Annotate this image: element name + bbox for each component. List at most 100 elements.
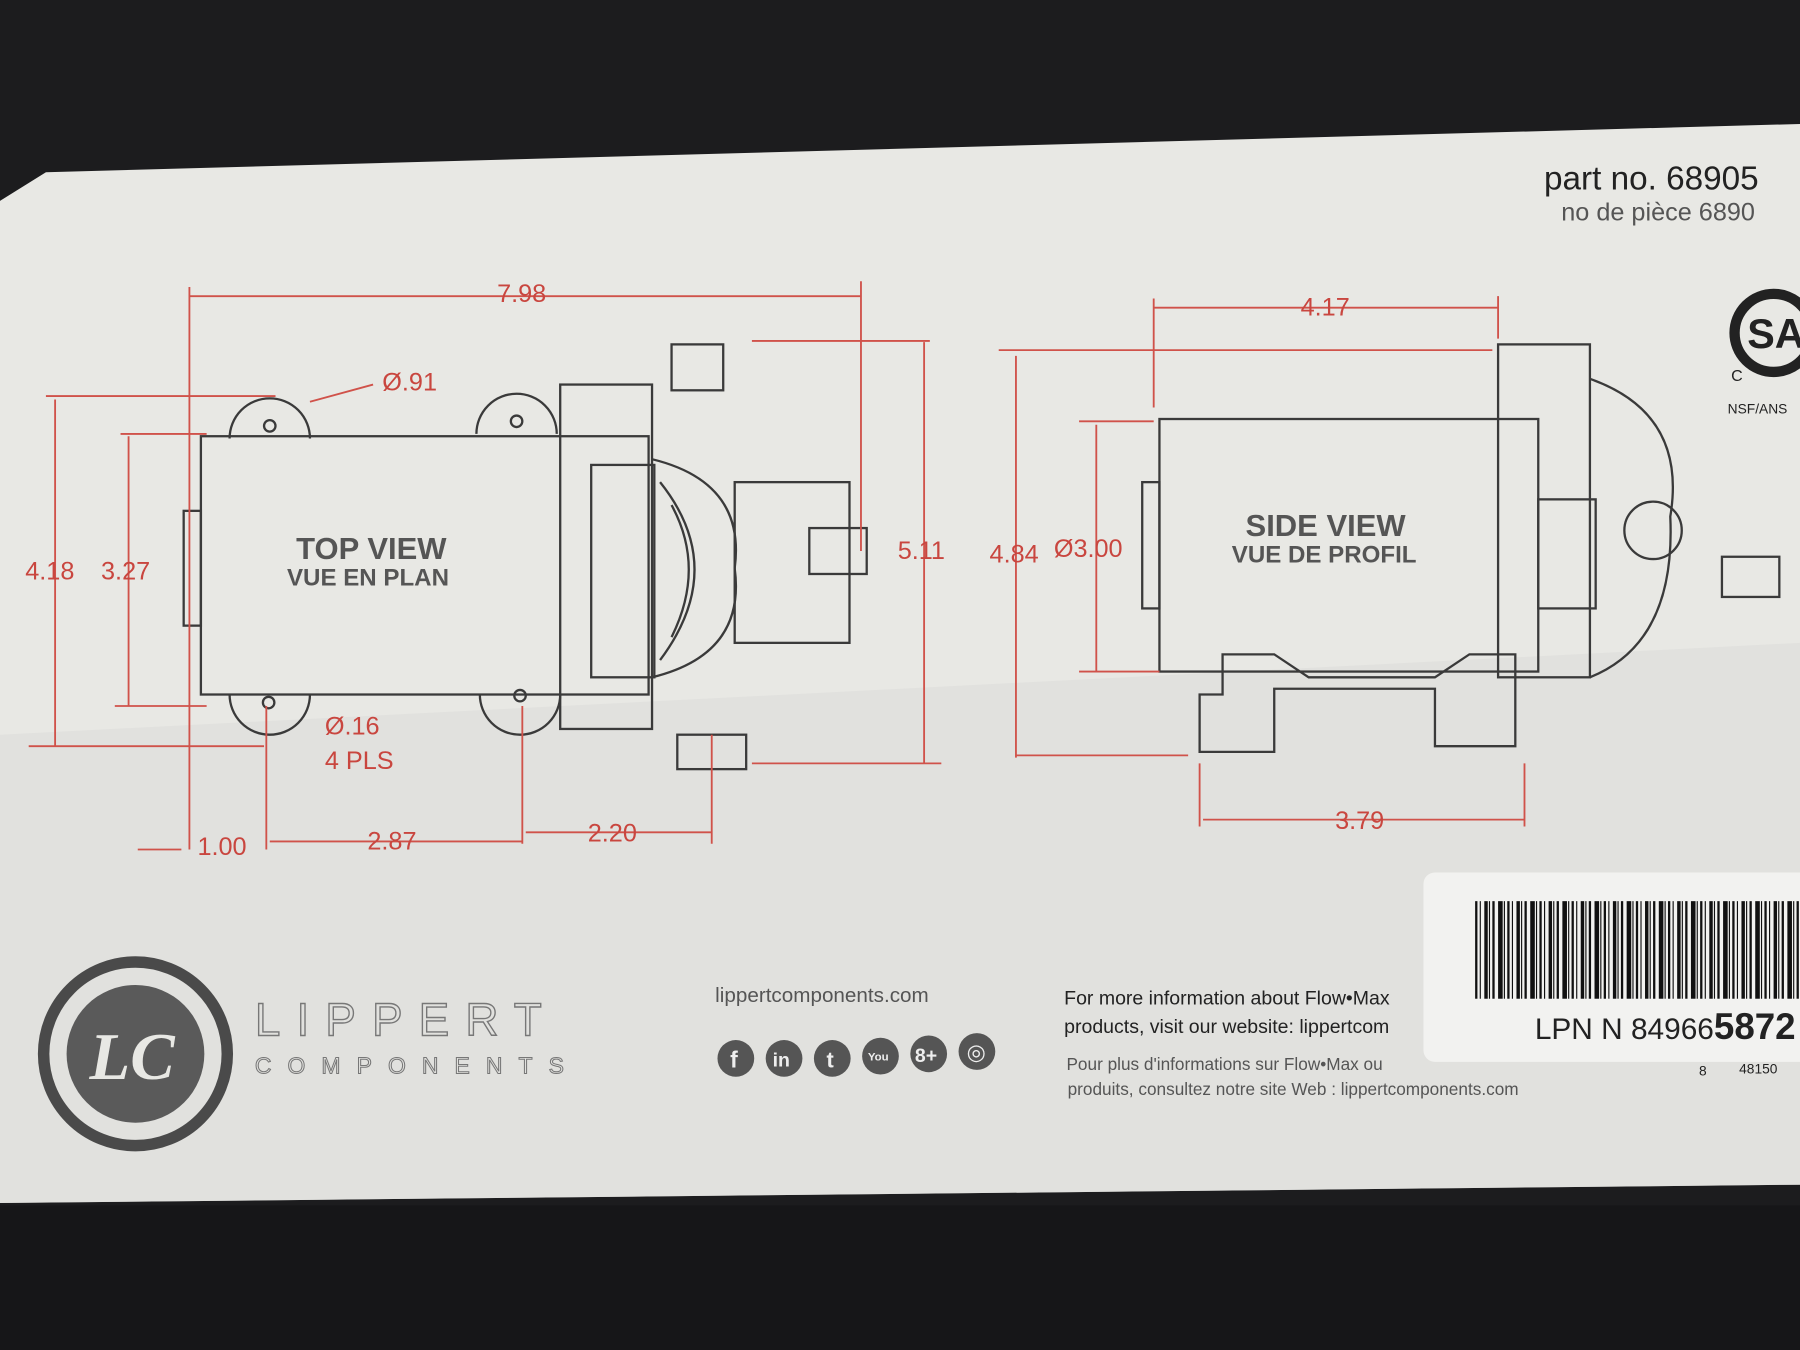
barcode-bar bbox=[1492, 901, 1495, 999]
barcode-bar bbox=[1524, 901, 1527, 999]
side-view-dimension-lines bbox=[998, 296, 1526, 827]
barcode-bar bbox=[1608, 901, 1610, 999]
barcode-bar bbox=[1787, 901, 1792, 999]
upc-left: 8 bbox=[1699, 1064, 1707, 1079]
barcode-bar bbox=[1640, 901, 1642, 999]
dim-offset-a: 1.00 bbox=[197, 833, 246, 861]
svg-text:You: You bbox=[868, 1052, 889, 1064]
barcode-bar bbox=[1778, 901, 1780, 999]
barcode-bar bbox=[1741, 901, 1745, 999]
dim-offset-c: 2.20 bbox=[588, 819, 637, 847]
barcode-bar bbox=[1773, 901, 1778, 999]
barcode-bar bbox=[1632, 901, 1634, 999]
barcode-bar bbox=[1681, 901, 1683, 999]
side-view-title: SIDE VIEW bbox=[1246, 508, 1407, 543]
facebook-icon[interactable]: f bbox=[717, 1040, 755, 1077]
barcode-bar bbox=[1700, 901, 1703, 999]
barcode-bar bbox=[1612, 901, 1617, 999]
barcode bbox=[1475, 901, 1799, 999]
top-view-dimension-lines bbox=[28, 281, 942, 851]
dim-height-outer: 4.18 bbox=[25, 558, 74, 586]
barcode-bar bbox=[1728, 901, 1730, 999]
info-en-line-2: products, visit our website: lippertcom bbox=[1064, 1016, 1389, 1038]
barcode-bar bbox=[1484, 901, 1488, 999]
dim-hole-count: 4 PLS bbox=[325, 747, 394, 775]
barcode-bar bbox=[1736, 901, 1739, 999]
barcode-bar bbox=[1793, 901, 1795, 999]
barcode-bar bbox=[1544, 901, 1546, 999]
lippert-logo: LC bbox=[37, 956, 234, 1152]
svg-text:f: f bbox=[730, 1047, 738, 1073]
barcode-bar bbox=[1635, 901, 1639, 999]
dim-offset-b: 2.87 bbox=[367, 827, 416, 855]
website-link[interactable]: lippertcomponents.com bbox=[715, 984, 929, 1007]
barcode-bar bbox=[1600, 901, 1602, 999]
instagram-icon[interactable]: ◎ bbox=[958, 1033, 996, 1070]
svg-text:in: in bbox=[773, 1049, 790, 1071]
barcode-bar bbox=[1530, 901, 1535, 999]
barcode-bar bbox=[1594, 901, 1600, 999]
barcode-bar bbox=[1713, 901, 1716, 999]
barcode-bar bbox=[1516, 901, 1520, 999]
barcode-bar bbox=[1498, 901, 1503, 999]
barcode-bar bbox=[1677, 901, 1681, 999]
barcode-bar bbox=[1539, 901, 1542, 999]
googleplus-icon[interactable]: 8+ bbox=[910, 1035, 948, 1073]
dim-height-body: 3.27 bbox=[101, 558, 150, 586]
barcode-bar bbox=[1568, 901, 1570, 999]
dim-side-height: 4.84 bbox=[990, 541, 1039, 569]
barcode-bar bbox=[1535, 901, 1538, 999]
dim-height-total: 5.11 bbox=[898, 537, 945, 565]
csa-cert-logo: SA bbox=[1729, 288, 1800, 378]
barcode-bar bbox=[1503, 901, 1505, 999]
svg-text:t: t bbox=[827, 1048, 834, 1073]
part-number-fr: no de pièce 6890 bbox=[1561, 198, 1755, 226]
side-view-title-fr: VUE DE PROFIL bbox=[1232, 542, 1417, 569]
brand-name: LIPPERT bbox=[255, 993, 558, 1045]
barcode-bar bbox=[1488, 901, 1491, 999]
barcode-bar bbox=[1576, 901, 1578, 999]
barcode-bar bbox=[1723, 901, 1728, 999]
barcode-bar bbox=[1690, 901, 1696, 999]
barcode-bar bbox=[1580, 901, 1585, 999]
barcode-bar bbox=[1746, 901, 1748, 999]
linkedin-icon[interactable]: in bbox=[765, 1040, 803, 1077]
twitter-icon[interactable]: t bbox=[813, 1040, 851, 1077]
dim-mount-dia: Ø.91 bbox=[382, 368, 437, 396]
barcode-bar bbox=[1760, 901, 1763, 999]
info-fr-line-1: Pour plus d'informations sur Flow•Max ou bbox=[1066, 1054, 1382, 1074]
svg-text:SA: SA bbox=[1747, 311, 1800, 357]
svg-text:LC: LC bbox=[89, 1021, 177, 1094]
svg-text:8+: 8+ bbox=[915, 1045, 937, 1067]
barcode-bar bbox=[1620, 901, 1624, 999]
barcode-bar bbox=[1796, 901, 1799, 999]
barcode-bar bbox=[1672, 901, 1674, 999]
side-view-drawing bbox=[1141, 343, 1781, 754]
lpn-barcode-label: LPN N 849665872 bbox=[1423, 872, 1800, 1062]
barcode-bar bbox=[1685, 901, 1688, 999]
barcode-bar bbox=[1649, 901, 1651, 999]
barcode-bar bbox=[1764, 901, 1767, 999]
barcode-bar bbox=[1511, 901, 1514, 999]
barcode-bar bbox=[1717, 901, 1720, 999]
part-number: part no. 68905 bbox=[1544, 160, 1759, 197]
barcode-bar bbox=[1664, 901, 1666, 999]
barcode-bar bbox=[1749, 901, 1752, 999]
barcode-bar bbox=[1704, 901, 1706, 999]
barcode-bar bbox=[1603, 901, 1606, 999]
barcode-bar bbox=[1626, 901, 1632, 999]
cert-letter: C bbox=[1731, 367, 1743, 385]
barcode-bar bbox=[1585, 901, 1587, 999]
lpn-number: LPN N 849665872 bbox=[1535, 1006, 1796, 1047]
dim-side-base: 3.79 bbox=[1335, 807, 1384, 835]
dim-top-length: 7.98 bbox=[497, 280, 546, 308]
top-view-title: TOP VIEW bbox=[296, 531, 447, 566]
barcode-bar bbox=[1548, 901, 1553, 999]
brand-subname: COMPONENTS bbox=[255, 1052, 580, 1078]
youtube-icon[interactable]: You bbox=[862, 1037, 899, 1075]
top-view-title-fr: VUE EN PLAN bbox=[287, 564, 449, 591]
info-fr-line-2: produits, consultez notre site Web : lip… bbox=[1068, 1079, 1519, 1099]
barcode-bar bbox=[1781, 901, 1784, 999]
barcode-bar bbox=[1645, 901, 1649, 999]
